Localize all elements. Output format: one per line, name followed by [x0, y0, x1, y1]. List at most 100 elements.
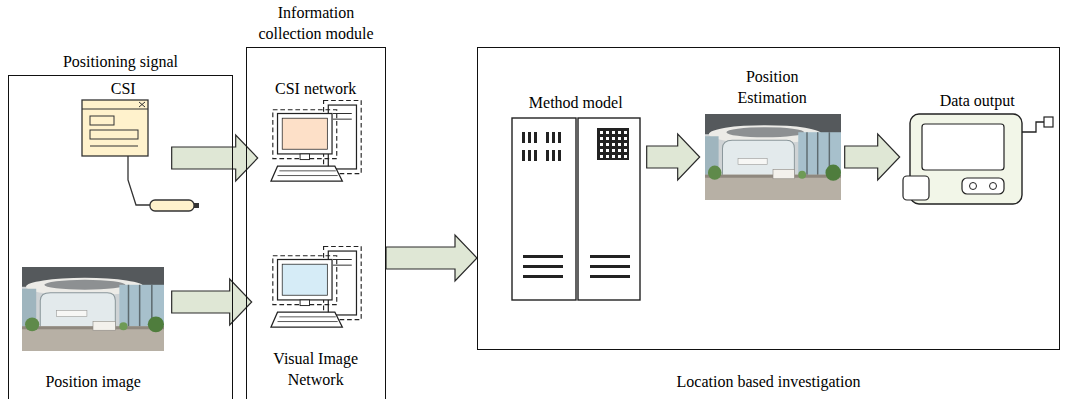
- server-icon-part: [624, 137, 627, 140]
- server-icon-part: [612, 131, 615, 134]
- server-icon-part: [590, 265, 630, 268]
- group-frame: Method model Position EstimationData outp…: [477, 47, 1060, 350]
- group-frame: CSI networkVisual Image NetworkInformati…: [246, 47, 386, 399]
- csi-icon-part: [90, 130, 138, 139]
- position-photo: [22, 267, 164, 351]
- node-label: CSI: [111, 78, 136, 99]
- server-icon-part: [600, 137, 603, 140]
- server-icon-part: [606, 143, 609, 146]
- server-icon-part: [590, 275, 630, 278]
- node-label: Data output: [940, 90, 1015, 111]
- group-frame: CSIPosition imagePositioning signal: [8, 75, 233, 399]
- server-icon-part: [600, 149, 603, 152]
- server-icon-part: [600, 155, 603, 158]
- server-icon-part: [522, 150, 525, 161]
- node-label: Visual Image Network: [256, 348, 376, 390]
- block-arrow: [172, 279, 252, 325]
- csi-icon-part: [90, 116, 114, 125]
- output-device-part: [1044, 117, 1053, 127]
- component-node: CSI network: [258, 78, 374, 198]
- output-device-part: [903, 176, 929, 200]
- server-icon-part: [618, 143, 621, 146]
- position-photo-part: [22, 267, 164, 351]
- server-icon-part: [624, 131, 627, 134]
- output-device-part: [962, 178, 1004, 194]
- server-icon-part: [512, 118, 576, 300]
- visual-computer: [271, 246, 361, 327]
- group-heading: Positioning signal: [63, 51, 178, 72]
- server-icon-part: [522, 132, 525, 143]
- csi-computer-part: [271, 100, 361, 181]
- visual-computer-part: [271, 246, 361, 327]
- output-device-part: [922, 124, 1004, 170]
- server-icon-part: [558, 132, 561, 143]
- server-icon-part: [552, 132, 555, 143]
- server-icon-part: [624, 143, 627, 146]
- server-icon-part: [558, 150, 561, 161]
- output-device-part: [1022, 122, 1044, 132]
- server-icon: [512, 118, 640, 300]
- block-arrow: [172, 135, 258, 181]
- server-icon-part: [523, 265, 563, 268]
- node-label: Position image: [45, 371, 141, 392]
- component-node: Position Estimation: [700, 66, 845, 206]
- csi-icon-part: [82, 100, 148, 156]
- server-icon-part: [578, 118, 640, 300]
- server-icon-part: [523, 275, 563, 278]
- block-arrow: [647, 134, 700, 180]
- csi-icon-part: [90, 146, 138, 147]
- server-icon-part: [612, 149, 615, 152]
- block-arrow: [386, 235, 477, 281]
- server-icon-part: [523, 255, 563, 258]
- component-node: Method model: [505, 92, 647, 304]
- server-icon-part: [528, 132, 531, 143]
- server-icon-part: [534, 132, 537, 143]
- block-arrow: [845, 134, 900, 180]
- server-icon-part: [606, 131, 609, 134]
- output-device-part: [990, 183, 997, 190]
- server-icon-part: [606, 149, 609, 152]
- server-icon-part: [606, 137, 609, 140]
- csi-icon-part: [150, 200, 194, 211]
- csi-icon-part: [82, 108, 148, 109]
- csi-icon-part: [128, 156, 150, 205]
- server-icon-part: [618, 149, 621, 152]
- estimation-photo-part: [705, 114, 841, 200]
- output-device: [903, 114, 1053, 204]
- component-node: CSI: [75, 78, 172, 218]
- server-icon-part: [612, 155, 615, 158]
- estimation-photo: [705, 114, 841, 200]
- group-heading: Information collection module: [251, 2, 381, 44]
- server-icon-part: [546, 132, 549, 143]
- server-icon-part: [534, 150, 537, 161]
- csi-icon-part: [139, 102, 145, 107]
- server-icon-part: [552, 150, 555, 161]
- output-device-part: [970, 183, 977, 190]
- server-icon-part: [600, 131, 603, 134]
- server-icon-part: [624, 149, 627, 152]
- group-heading: Location based investigation: [677, 371, 861, 392]
- component-node: Visual Image Network: [252, 235, 380, 390]
- server-icon-part: [528, 150, 531, 161]
- server-icon-part: [522, 128, 630, 278]
- server-icon-part: [618, 155, 621, 158]
- server-icon-part: [600, 143, 603, 146]
- server-icon-part: [546, 150, 549, 161]
- csi-icon-part: [194, 203, 199, 208]
- node-label: CSI network: [275, 78, 356, 99]
- server-icon-part: [597, 128, 629, 160]
- server-icon-part: [606, 155, 609, 158]
- component-node: Data output: [900, 90, 1055, 210]
- node-label: Position Estimation: [717, 66, 827, 108]
- component-node: Position image: [15, 262, 172, 392]
- server-icon-part: [624, 155, 627, 158]
- server-icon-part: [612, 143, 615, 146]
- server-icon-part: [600, 131, 627, 158]
- node-label: Method model: [529, 92, 623, 113]
- server-icon-part: [618, 131, 621, 134]
- server-icon-part: [612, 137, 615, 140]
- server-icon-part: [618, 137, 621, 140]
- csi-computer: [271, 100, 361, 181]
- server-icon-part: [590, 255, 630, 258]
